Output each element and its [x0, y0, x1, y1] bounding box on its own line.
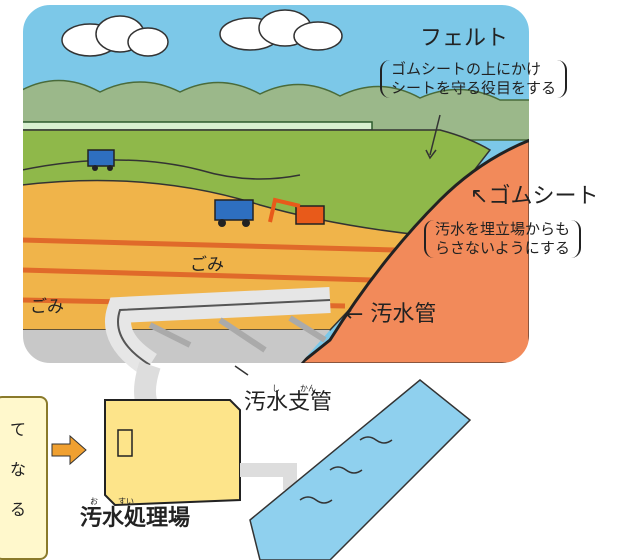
excavator: [268, 197, 325, 225]
flow-arrow-icon: [51, 434, 87, 466]
treatment-plant-label: 汚水処理場: [80, 506, 191, 531]
branch-pipe-label: 汚水支管: [244, 390, 333, 415]
rubber-sheet-label: ↖ゴムシート: [470, 184, 599, 209]
cloud-left: [61, 15, 169, 57]
branch-pointer-arrow-icon: [234, 365, 249, 376]
dump-truck: [214, 199, 254, 227]
branch-pipe-1: [148, 322, 192, 348]
branch-pipe-3: [288, 315, 327, 343]
rubber-sheet-hill: [295, 137, 530, 364]
rubber-sheet-note: 汚水を埋立場からも らさないようにする: [424, 220, 582, 258]
felt-label: フェルト: [420, 26, 509, 51]
river: [249, 379, 472, 560]
left-note-box: て な る: [0, 396, 48, 560]
felt-note: ゴムシートの上にかけ シートを守る役目をする: [380, 60, 568, 98]
treatment-plant: [104, 399, 241, 507]
fence: [22, 121, 373, 131]
sewage-pipe-label: ← 汚水管: [345, 302, 437, 327]
cloud-center: [219, 9, 343, 51]
garbage-label-2: ごみ: [30, 297, 64, 317]
garbage-label-1: ごみ: [190, 255, 224, 275]
soil-cover-line: [22, 237, 396, 253]
landfill-panel: [22, 4, 530, 364]
branch-pipe-2: [218, 317, 267, 353]
felt-pointer-arrow-icon: [429, 114, 441, 156]
outlet-pipe: [240, 463, 297, 490]
truck: [87, 149, 115, 171]
